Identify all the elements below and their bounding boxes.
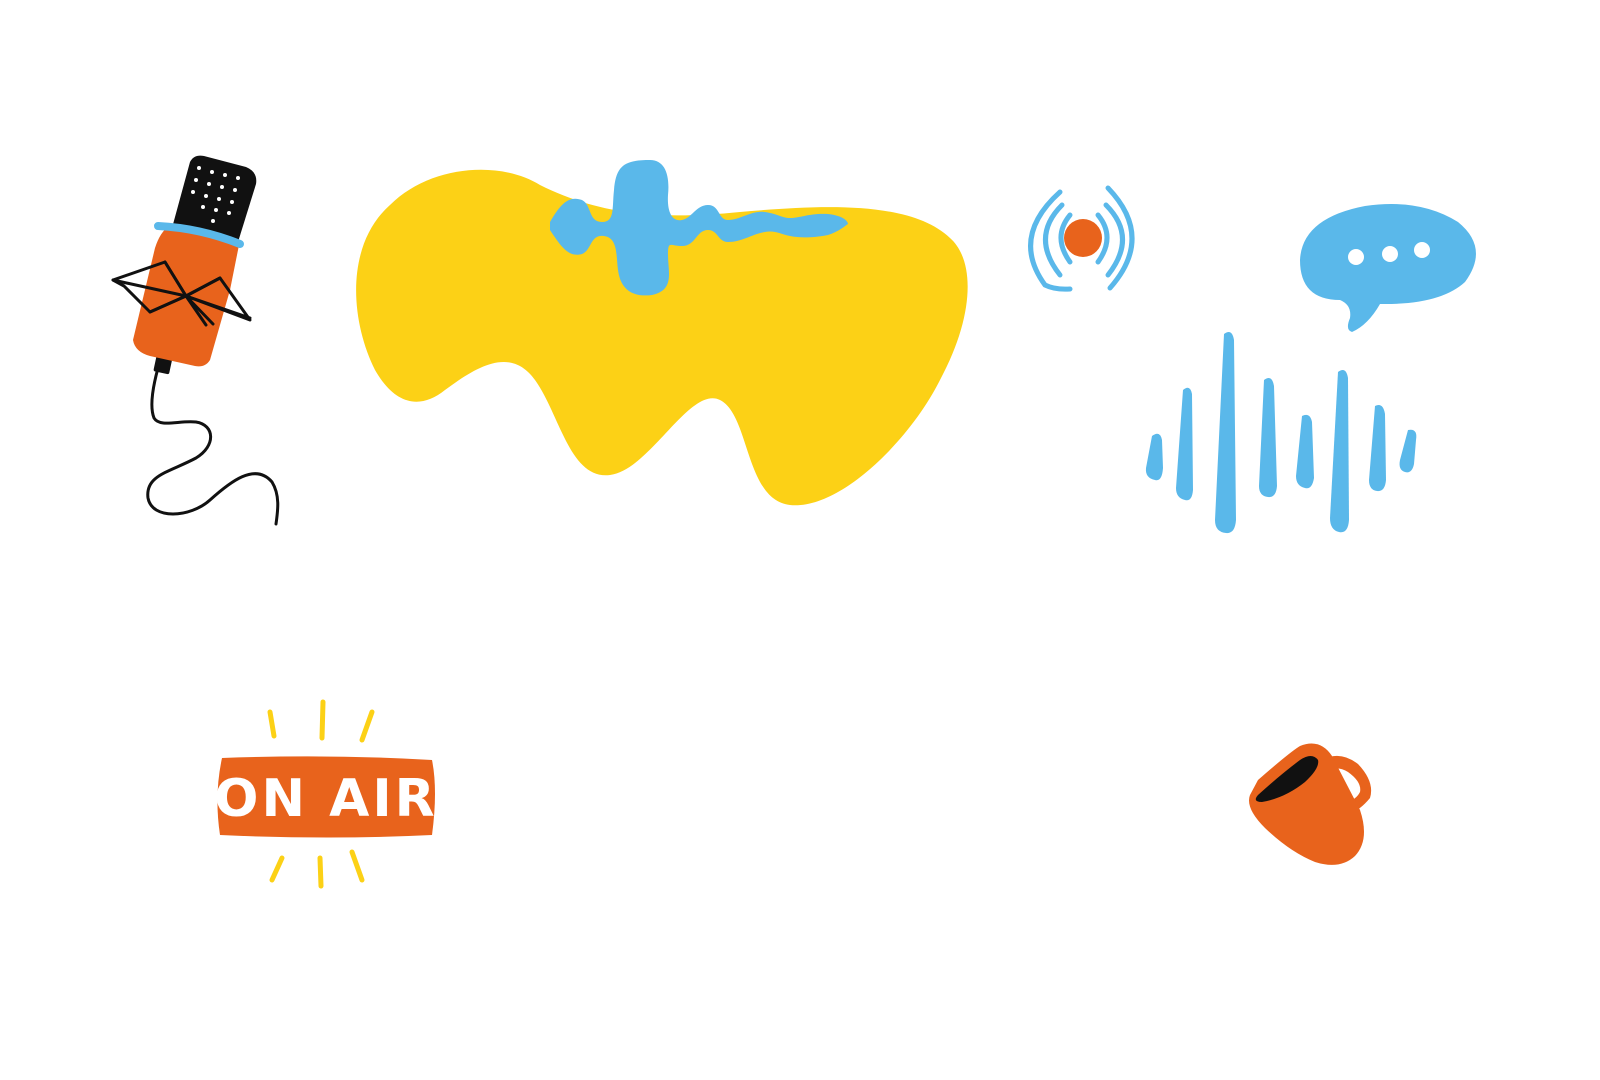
speech-bubble-icon <box>1300 204 1476 332</box>
on-air-sign: ON AIR <box>214 699 437 889</box>
audio-bars-icon <box>1145 332 1417 534</box>
coffee-mug-icon <box>1249 743 1372 865</box>
broadcast-icon <box>1028 185 1135 292</box>
sound-wave-blob <box>356 160 968 506</box>
on-air-label: ON AIR <box>214 769 437 829</box>
microphone-icon <box>111 155 280 526</box>
